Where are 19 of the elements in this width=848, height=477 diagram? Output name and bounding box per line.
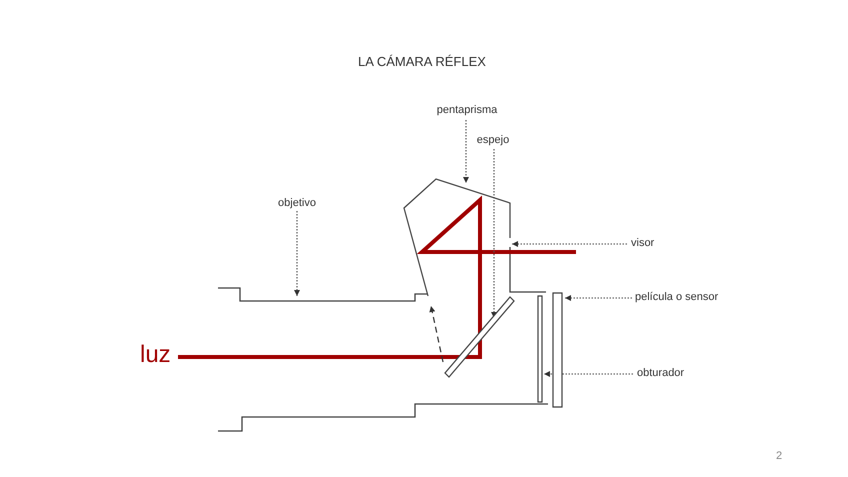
leader-line bbox=[565, 295, 632, 301]
pentaprism-outline bbox=[403, 178, 511, 296]
part-label: objetivo bbox=[278, 197, 316, 210]
film-plate bbox=[552, 292, 563, 408]
leader-line bbox=[512, 241, 627, 247]
shutter-plate bbox=[537, 295, 543, 403]
part-label: espejo bbox=[476, 134, 510, 147]
leader-line bbox=[463, 120, 469, 183]
part-label: película o sensor bbox=[635, 291, 718, 304]
part-label: visor bbox=[631, 237, 654, 250]
part-label: pentaprisma bbox=[436, 104, 498, 117]
mirror bbox=[444, 296, 515, 378]
leader-line bbox=[491, 149, 497, 318]
leader-line bbox=[294, 211, 300, 296]
leader-line bbox=[544, 371, 633, 377]
light-label: luz bbox=[140, 342, 171, 368]
title: LA CÁMARA RÉFLEX bbox=[358, 55, 486, 68]
part-label: obturador bbox=[637, 367, 684, 380]
page-number: 2 bbox=[776, 450, 782, 463]
